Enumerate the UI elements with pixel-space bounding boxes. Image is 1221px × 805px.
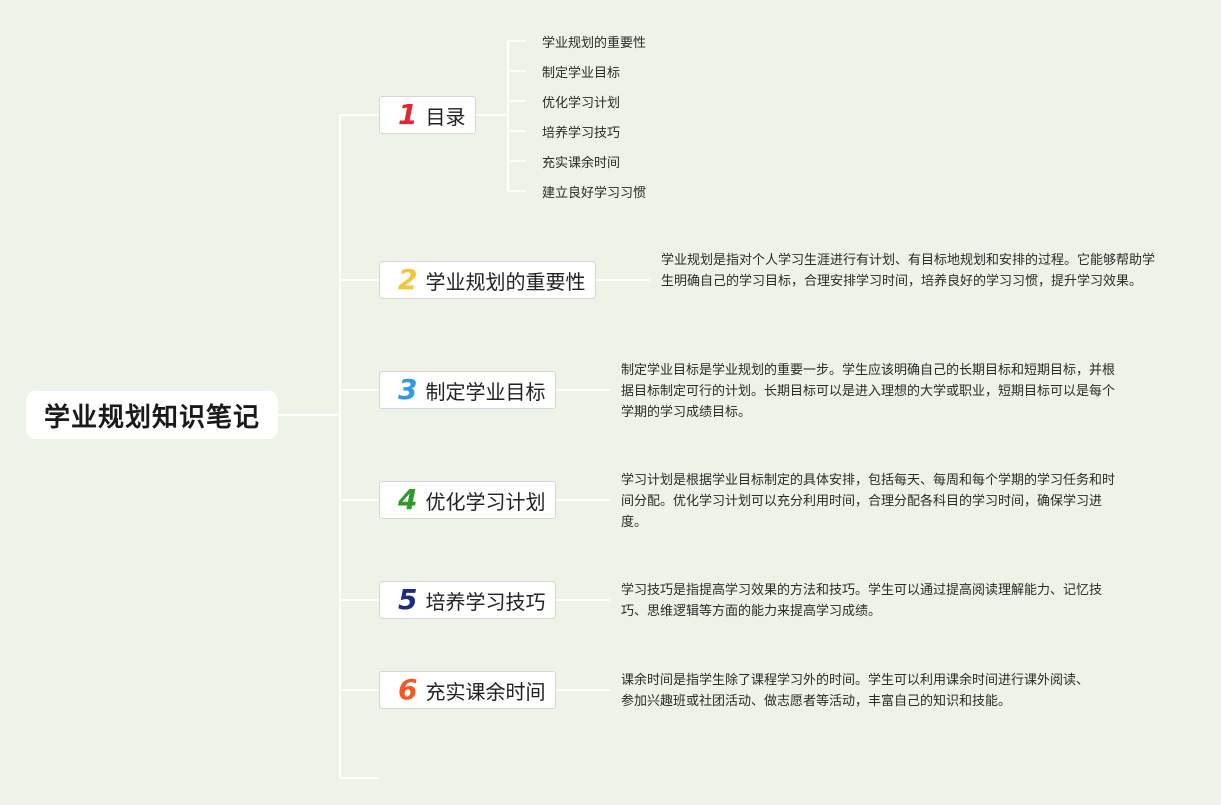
topic-label: 目录 [425, 104, 466, 129]
topic-study-skills[interactable]: 5 培养学习技巧 [379, 581, 556, 619]
topic-study-plan[interactable]: 4 优化学习计划 [379, 481, 556, 519]
topic-label: 制定学业目标 [425, 379, 546, 404]
topic-description: 学业规划是指对个人学习生涯进行有计划、有目标地规划和安排的过程。它能够帮助学生明… [661, 253, 1156, 289]
topic-spare-time[interactable]: 6 充实课余时间 [379, 671, 556, 709]
topic-label: 充实课余时间 [425, 679, 546, 704]
contents-item[interactable]: 优化学习计划 [542, 96, 621, 111]
contents-item[interactable]: 学业规划的重要性 [542, 36, 647, 51]
topic-label: 学业规划的重要性 [425, 269, 586, 294]
contents-item[interactable]: 制定学业目标 [542, 66, 621, 81]
root-topic[interactable]: 学业规划知识笔记 [26, 391, 278, 439]
contents-item[interactable]: 建立良好学习习惯 [542, 186, 647, 201]
topic-number: 6 [398, 673, 418, 706]
topic-set-goals[interactable]: 3 制定学业目标 [379, 371, 556, 409]
topic-number: 4 [398, 483, 418, 516]
topic-label: 优化学习计划 [425, 489, 546, 514]
topic-importance[interactable]: 2 学业规划的重要性 [379, 261, 596, 299]
topic-number: 3 [398, 373, 418, 406]
topic-number: 1 [398, 98, 418, 131]
topic-label: 培养学习技巧 [425, 589, 546, 614]
contents-item[interactable]: 充实课余时间 [542, 156, 621, 171]
topic-description: 学习技巧是指提高学习效果的方法和技巧。学生可以通过提高阅读理解能力、记忆技巧、思… [621, 583, 1103, 619]
root-title: 学业规划知识笔记 [43, 402, 260, 433]
contents-item[interactable]: 培养学习技巧 [542, 126, 621, 141]
topic-description: 课余时间是指学生除了课程学习外的时间。学生可以利用课余时间进行课外阅读、参加兴趣… [621, 673, 1090, 709]
topic-description: 学习计划是根据学业目标制定的具体安排，包括每天、每周和每个学期的学习任务和时间分… [621, 473, 1116, 530]
topic-description: 制定学业目标是学业规划的重要一步。学生应该明确自己的长期目标和短期目标，并根据目… [621, 363, 1116, 420]
topic-contents[interactable]: 1 目录 [379, 96, 476, 134]
topic-number: 2 [398, 263, 418, 296]
topic-number: 5 [398, 583, 418, 616]
